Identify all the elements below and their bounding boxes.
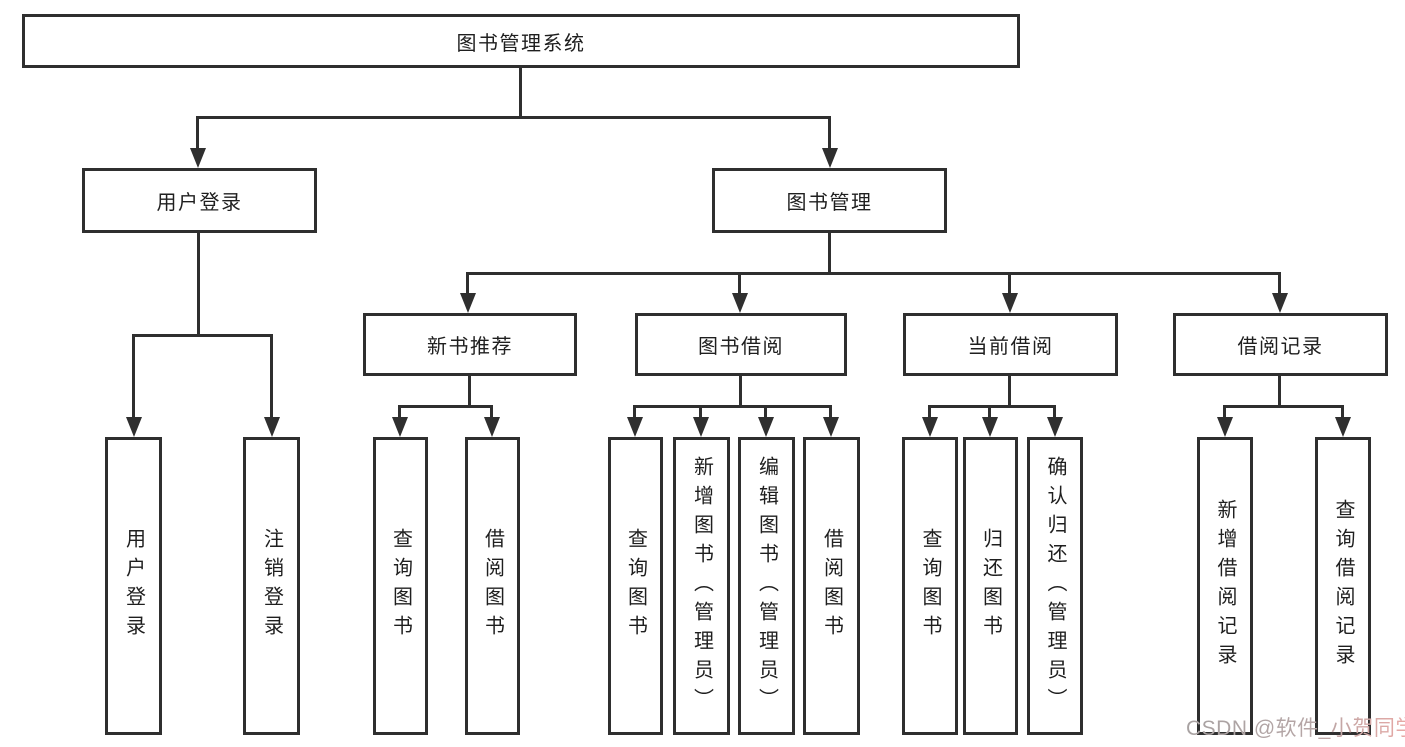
leaf-query-borrow-record: 查询借阅记录 [1315,437,1371,735]
node-book-management-label: 图书管理 [786,192,873,214]
leaf-logout: 注销登录 [243,437,300,735]
node-user-login-label: 用户登录 [156,192,243,214]
connector-line [1008,272,1011,298]
arrow-down-icon [822,148,838,168]
connector-line [633,405,636,420]
connector-line [132,334,273,337]
leaf-query-books-1-label: 查询图书 [389,528,412,644]
arrow-down-icon [1047,417,1063,437]
connector-line [132,334,135,421]
leaf-return-books: 归还图书 [963,437,1018,735]
node-book-borrowing: 图书借阅 [635,313,847,376]
arrow-down-icon [758,417,774,437]
arrow-down-icon [1335,417,1351,437]
arrow-down-icon [264,417,280,437]
arrow-down-icon [392,417,408,437]
node-current-borrowing-label: 当前借阅 [967,336,1054,358]
connector-line [1223,405,1344,408]
arrow-down-icon [823,417,839,437]
arrow-down-icon [1217,417,1233,437]
leaf-query-books-2-label: 查询图书 [624,528,647,644]
arrow-down-icon [190,148,206,168]
csdn-watermark: CSDN @软件_小贺同学 [1186,712,1405,742]
connector-line [398,405,401,420]
leaf-confirm-return-admin: 确认归还（管理员） [1027,437,1083,735]
leaf-user-login: 用户登录 [105,437,162,735]
connector-line [829,405,832,420]
arrow-down-icon [627,417,643,437]
connector-line [1278,272,1281,298]
connector-line [466,272,1281,275]
arrow-down-icon [982,417,998,437]
leaf-add-borrow-record: 新增借阅记录 [1197,437,1253,735]
connector-line [1053,405,1056,420]
node-current-borrowing: 当前借阅 [903,313,1118,376]
connector-line [1223,405,1226,420]
node-borrowing-records-label: 借阅记录 [1237,336,1324,358]
arrow-down-icon [1272,293,1288,313]
connector-line [633,405,832,408]
leaf-borrow-books-1: 借阅图书 [465,437,520,735]
connector-line [196,116,199,152]
connector-line [928,405,1056,408]
leaf-query-books-2: 查询图书 [608,437,663,735]
node-borrowing-records: 借阅记录 [1173,313,1388,376]
connector-line [398,405,493,408]
connector-line [828,232,831,275]
connector-line [1278,376,1281,407]
leaf-add-books-admin: 新增图书（管理员） [673,437,730,735]
connector-line [197,232,200,337]
connector-line [519,67,522,118]
leaf-edit-books-admin-label: 编辑图书（管理员） [755,455,778,717]
connector-line [828,116,831,152]
arrow-down-icon [126,417,142,437]
leaf-add-books-admin-label: 新增图书（管理员） [690,455,713,717]
leaf-query-books-3-label: 查询图书 [919,528,941,644]
connector-line [738,272,741,298]
leaf-query-books-3: 查询图书 [902,437,958,735]
leaf-return-books-label: 归还图书 [979,528,1002,644]
connector-line [270,334,273,421]
node-book-borrowing-label: 图书借阅 [698,336,784,358]
arrow-down-icon [460,293,476,313]
connector-line [928,405,931,420]
leaf-borrow-books-1-label: 借阅图书 [481,528,504,644]
leaf-confirm-return-admin-label: 确认归还（管理员） [1044,455,1066,717]
connector-line [468,376,471,407]
node-new-book-recommend: 新书推荐 [363,313,577,376]
connector-line [739,376,742,407]
connector-line [1341,405,1344,420]
arrow-down-icon [1002,293,1018,313]
node-book-management: 图书管理 [712,168,947,233]
connector-line [988,405,991,420]
node-new-book-recommend-label: 新书推荐 [427,336,513,358]
leaf-edit-books-admin: 编辑图书（管理员） [738,437,795,735]
leaf-add-borrow-record-label: 新增借阅记录 [1214,499,1236,673]
leaf-borrow-books-2-label: 借阅图书 [820,528,843,644]
connector-line [197,116,831,119]
node-root: 图书管理系统 [22,14,1020,68]
leaf-logout-label: 注销登录 [260,528,283,644]
node-user-login: 用户登录 [82,168,317,233]
connector-line [466,272,469,298]
arrow-down-icon [922,417,938,437]
connector-line [490,405,493,420]
leaf-query-books-1: 查询图书 [373,437,428,735]
leaf-borrow-books-2: 借阅图书 [803,437,860,735]
connector-line [1008,376,1011,407]
arrow-down-icon [732,293,748,313]
arrow-down-icon [693,417,709,437]
leaf-user-login-label: 用户登录 [122,528,145,644]
node-root-label: 图书管理系统 [456,32,586,55]
arrow-down-icon [484,417,500,437]
connector-line [764,405,767,420]
connector-line [699,405,702,420]
leaf-query-borrow-record-label: 查询借阅记录 [1332,499,1354,673]
